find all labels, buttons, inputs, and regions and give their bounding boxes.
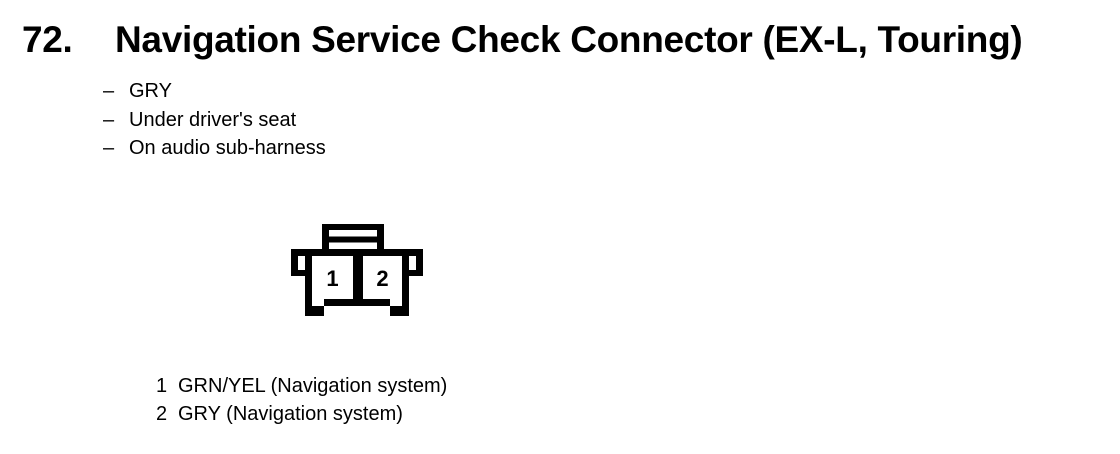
pin-number: 1	[156, 375, 168, 397]
detail-item-label: On audio sub-harness	[129, 137, 326, 159]
connector-drawing-icon: 1 2	[291, 224, 423, 316]
pin-number: 2	[156, 403, 168, 425]
pin-label: GRY (Navigation system)	[178, 403, 403, 425]
connector-body	[291, 249, 423, 316]
detail-item-harness: – On audio sub-harness	[103, 134, 326, 163]
dash-marker: –	[103, 137, 115, 159]
connector-latch-icon	[322, 224, 384, 249]
page-heading: 72. Navigation Service Check Connector (…	[22, 19, 1023, 60]
detail-item-color: – GRY	[103, 77, 326, 106]
pin-row-2: 2 GRY (Navigation system)	[156, 400, 447, 428]
detail-list: – GRY – Under driver's seat – On audio s…	[103, 77, 326, 163]
pin-label: GRN/YEL (Navigation system)	[178, 375, 448, 397]
pin-list: 1 GRN/YEL (Navigation system) 2 GRY (Nav…	[156, 372, 447, 428]
cavity-2-label: 2	[376, 266, 388, 291]
cavity-1-label: 1	[326, 266, 338, 291]
pin-row-1: 1 GRN/YEL (Navigation system)	[156, 372, 447, 400]
detail-item-location: – Under driver's seat	[103, 106, 326, 135]
connector-diagram: 1 2	[282, 218, 432, 322]
dash-marker: –	[103, 80, 115, 102]
page-title: Navigation Service Check Connector (EX-L…	[115, 19, 1023, 60]
detail-item-label: Under driver's seat	[129, 108, 297, 131]
heading-number: 72.	[22, 19, 73, 60]
detail-item-label: GRY	[129, 80, 172, 102]
dash-marker: –	[103, 108, 115, 131]
